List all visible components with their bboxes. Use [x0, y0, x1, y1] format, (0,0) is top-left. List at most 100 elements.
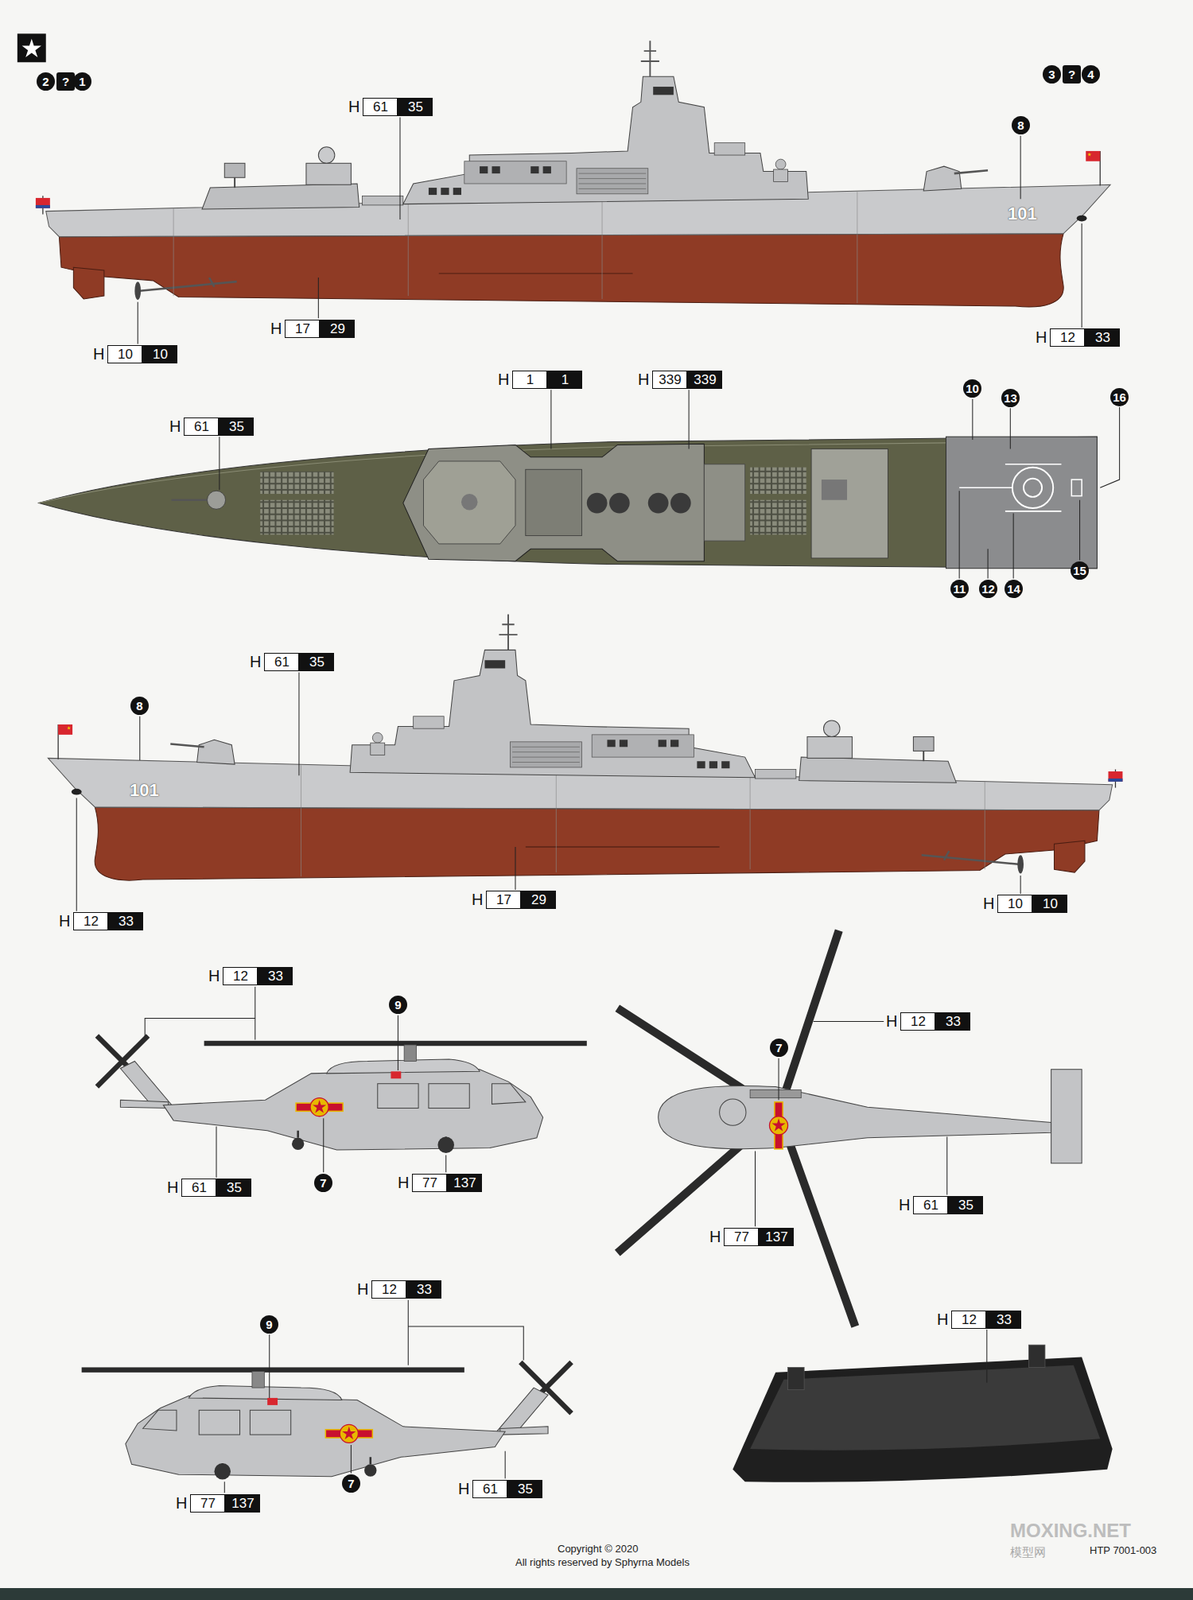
- color-callout: H1233: [886, 1012, 971, 1031]
- destroyer-deck-view: [821, 479, 848, 501]
- callout-text: 8: [1017, 119, 1024, 132]
- callout-number: 10: [963, 379, 982, 398]
- leader-line: [1013, 512, 1015, 579]
- paint-code-alt: 29: [319, 319, 355, 339]
- leader-line: [688, 389, 690, 449]
- paint-code: 17: [284, 319, 320, 339]
- paint-code-prefix: H: [397, 1173, 409, 1193]
- paint-code-alt: 35: [218, 417, 254, 436]
- leader-line: [1010, 408, 1011, 449]
- paint-code-prefix: H: [1035, 328, 1047, 347]
- paint-code-prefix: H: [458, 1480, 470, 1499]
- leader-line: [813, 1021, 885, 1023]
- callout-text: 7: [775, 1041, 782, 1054]
- paint-code-prefix: H: [167, 1178, 179, 1197]
- leader-line: [987, 548, 989, 579]
- paint-code-alt: 33: [935, 1012, 971, 1031]
- callout-text: ?: [1068, 68, 1076, 81]
- callout-text: 13: [1003, 392, 1018, 405]
- paint-code: 12: [222, 967, 258, 986]
- leader-line: [139, 716, 140, 761]
- destroyer-deck-view: [1023, 478, 1042, 498]
- callout-text: 4: [1087, 68, 1094, 81]
- paint-code: 12: [371, 1280, 407, 1299]
- watermark: 模型网: [1010, 1546, 1046, 1559]
- paint-code-prefix: H: [270, 319, 282, 339]
- callout-number: 14: [1004, 579, 1023, 599]
- paint-code: 12: [900, 1012, 936, 1031]
- display-stand: [732, 1344, 1112, 1483]
- callout-text: 16: [1112, 391, 1127, 404]
- destroyer-deck-view: [38, 436, 1098, 569]
- destroyer-side-view: [35, 40, 1111, 307]
- callout-number: 7: [314, 1173, 333, 1193]
- paint-code: 1: [512, 370, 548, 389]
- leader-line: [350, 1445, 352, 1474]
- callout-number: 4: [1081, 65, 1100, 84]
- paint-code-alt: 33: [986, 1310, 1022, 1330]
- paint-code: 12: [1049, 328, 1085, 347]
- destroyer-deck-view: [586, 493, 608, 514]
- leader-line: [946, 1136, 948, 1195]
- leader-line: [971, 399, 973, 440]
- destroyer-deck-view: [461, 493, 478, 511]
- callout-number: 15: [1070, 561, 1089, 580]
- helicopter-top-view: [719, 1099, 747, 1126]
- paint-code-alt: 1: [547, 370, 583, 389]
- star-badge: [17, 33, 47, 63]
- paint-code: 61: [264, 652, 300, 672]
- color-callout: H6135: [167, 1178, 252, 1197]
- callout-number: 3: [1042, 65, 1061, 84]
- color-callout: H339339: [637, 370, 723, 389]
- leader-line: [216, 1126, 218, 1178]
- paint-code-prefix: H: [637, 370, 649, 389]
- destroyer-deck-view: [959, 464, 1061, 512]
- paint-code-alt: 33: [257, 967, 293, 986]
- helicopter-side-view: [97, 1035, 587, 1154]
- helicopter-top-view: [769, 1102, 788, 1150]
- paint-code-alt: 339: [687, 370, 723, 389]
- callout-text: 8: [136, 699, 143, 712]
- callout-text: 7: [347, 1477, 354, 1490]
- leader-line: [778, 1058, 780, 1101]
- callout-number: 2: [36, 72, 55, 91]
- unknown-callout: ?: [56, 72, 75, 91]
- paint-code: 17: [485, 890, 521, 910]
- leader-line: [514, 847, 516, 890]
- page-code: HTP 7001-003: [1089, 1545, 1157, 1556]
- destroyer-deck-view: [423, 461, 516, 545]
- copyright-note: All rights reserved by Sphyrna Models: [515, 1557, 690, 1568]
- display-stand: [749, 1365, 1100, 1451]
- leader-line: [137, 302, 139, 345]
- paint-code-alt: 33: [108, 912, 144, 931]
- leader-line: [397, 1015, 399, 1071]
- callout-text: 11: [953, 582, 967, 595]
- color-callout: H1010: [983, 894, 1068, 914]
- callout-text: 1: [78, 75, 86, 88]
- callout-number: 12: [979, 579, 998, 599]
- paint-code-alt: 35: [507, 1480, 543, 1499]
- destroyer-deck-view: [811, 449, 888, 559]
- unknown-callout: ?: [1062, 65, 1081, 84]
- leader-line: [445, 1155, 447, 1174]
- color-callout: H6135: [348, 97, 433, 117]
- paint-code-alt: 10: [1032, 894, 1068, 914]
- paint-code-alt: 10: [142, 345, 178, 364]
- destroyer-side-view: [47, 613, 1123, 881]
- color-callout: H1729: [270, 319, 355, 339]
- watermark: MOXING.NET: [1010, 1521, 1131, 1541]
- destroyer-deck-view: [749, 500, 807, 536]
- paint-code: 10: [107, 345, 143, 364]
- color-callout: H77137: [709, 1227, 794, 1247]
- leader-line: [959, 490, 960, 579]
- paint-code-prefix: H: [898, 1196, 910, 1215]
- leader-line: [76, 117, 1120, 1494]
- color-callout: H1233: [357, 1280, 442, 1299]
- display-stand: [1028, 1344, 1046, 1368]
- destroyer-deck-view: [670, 493, 692, 514]
- paint-code-prefix: H: [709, 1227, 721, 1247]
- helicopter-top-view: [749, 1089, 801, 1098]
- color-callout: H6135: [458, 1480, 543, 1499]
